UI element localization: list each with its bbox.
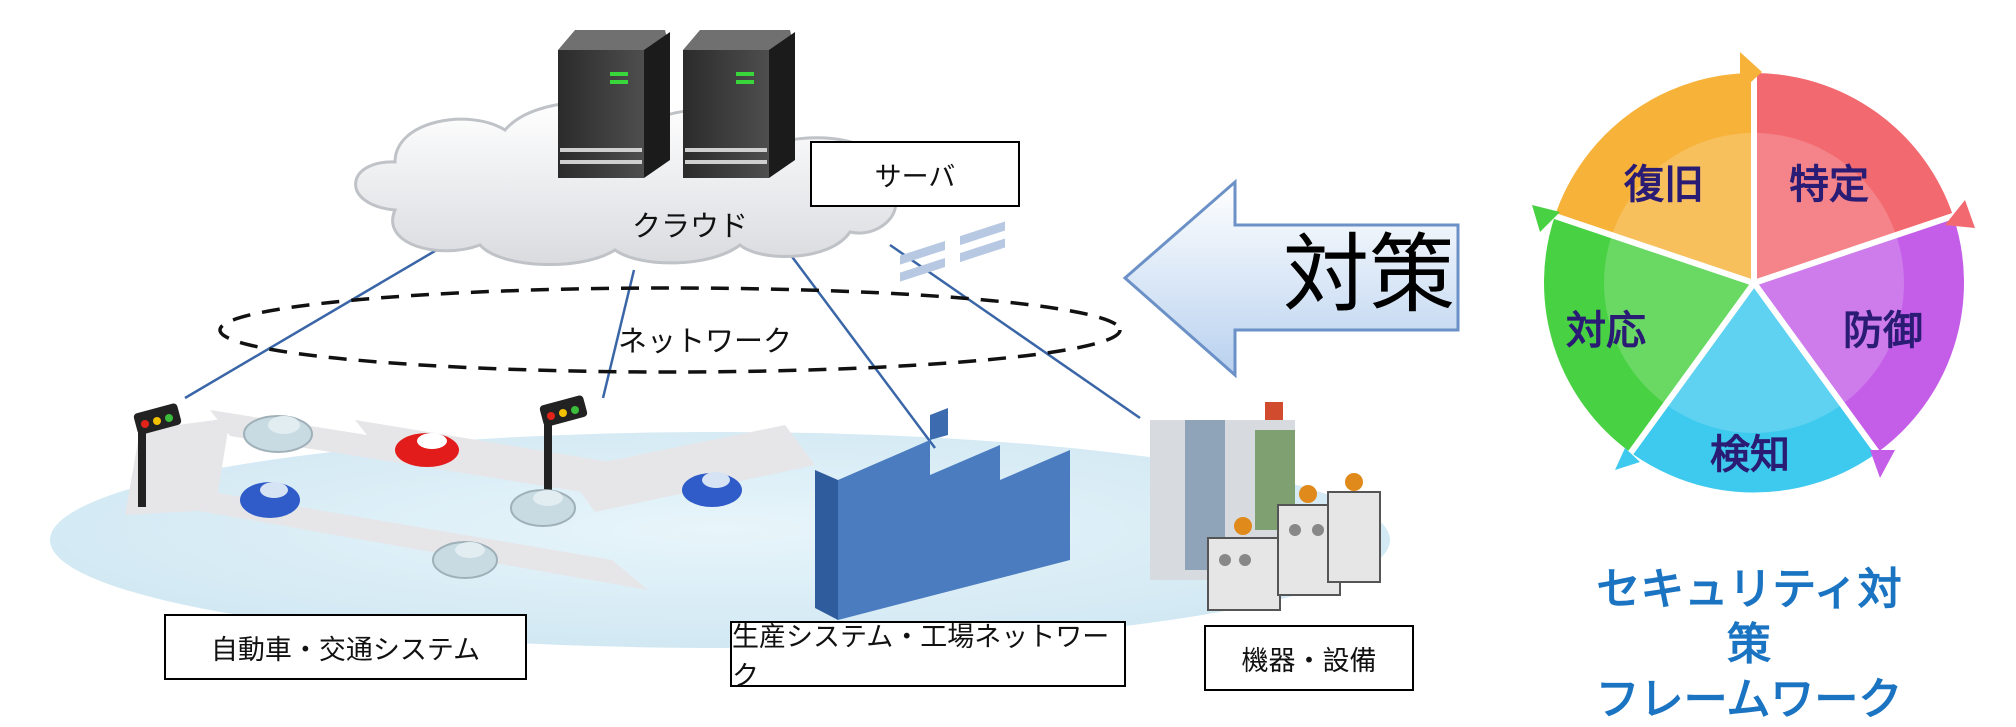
server-towers	[558, 30, 795, 178]
equipment-text: 機器・設備	[1241, 645, 1377, 677]
traffic-signal	[133, 403, 182, 507]
server-label: サーバ	[810, 141, 1020, 207]
car	[682, 472, 742, 507]
network-ring	[218, 286, 1122, 374]
factory-network-text: 生産システム・工場ネットワーク	[732, 622, 1110, 692]
countermeasure-text: 対策	[1283, 225, 1455, 325]
cloud-label: クラウド	[632, 209, 749, 243]
segment-detect	[1624, 277, 1884, 499]
vehicle-system-label: 自動車・交通システム	[164, 614, 527, 680]
connection-lines	[184, 243, 1141, 449]
factory-building	[815, 221, 1070, 620]
framework-wheel	[1532, 52, 1975, 499]
segment-label-respond: 対応	[1566, 308, 1646, 354]
car	[510, 489, 576, 527]
segment-label-identify: 特定	[1789, 162, 1869, 208]
segment-label-detect: 検知	[1710, 432, 1790, 478]
network-label: ネットワーク	[618, 324, 793, 358]
equipment-label: 機器・設備	[1204, 625, 1414, 691]
car	[240, 482, 300, 518]
segment-label-protect: 防御	[1843, 308, 1923, 354]
factory-network-label: 生産システム・工場ネットワーク	[730, 621, 1126, 692]
framework-title: セキュリティ対策 フレームワーク	[1584, 562, 1914, 727]
countermeasure-arrow	[1122, 178, 1460, 379]
machinery	[1150, 402, 1381, 611]
segment-recover	[1548, 66, 1757, 288]
segment-label-recover: 復旧	[1624, 162, 1704, 208]
vehicle-system-text: 自動車・交通システム	[210, 634, 481, 666]
server-label-text: サーバ	[874, 161, 956, 193]
car	[432, 541, 498, 579]
framework-title-line1: セキュリティ対策	[1596, 564, 1902, 670]
segment-protect	[1749, 211, 1970, 460]
segment-respond	[1538, 211, 1759, 460]
car	[395, 433, 459, 467]
traffic-signal	[539, 395, 588, 500]
framework-title-line2: フレームワーク	[1595, 674, 1903, 725]
car	[243, 415, 313, 453]
